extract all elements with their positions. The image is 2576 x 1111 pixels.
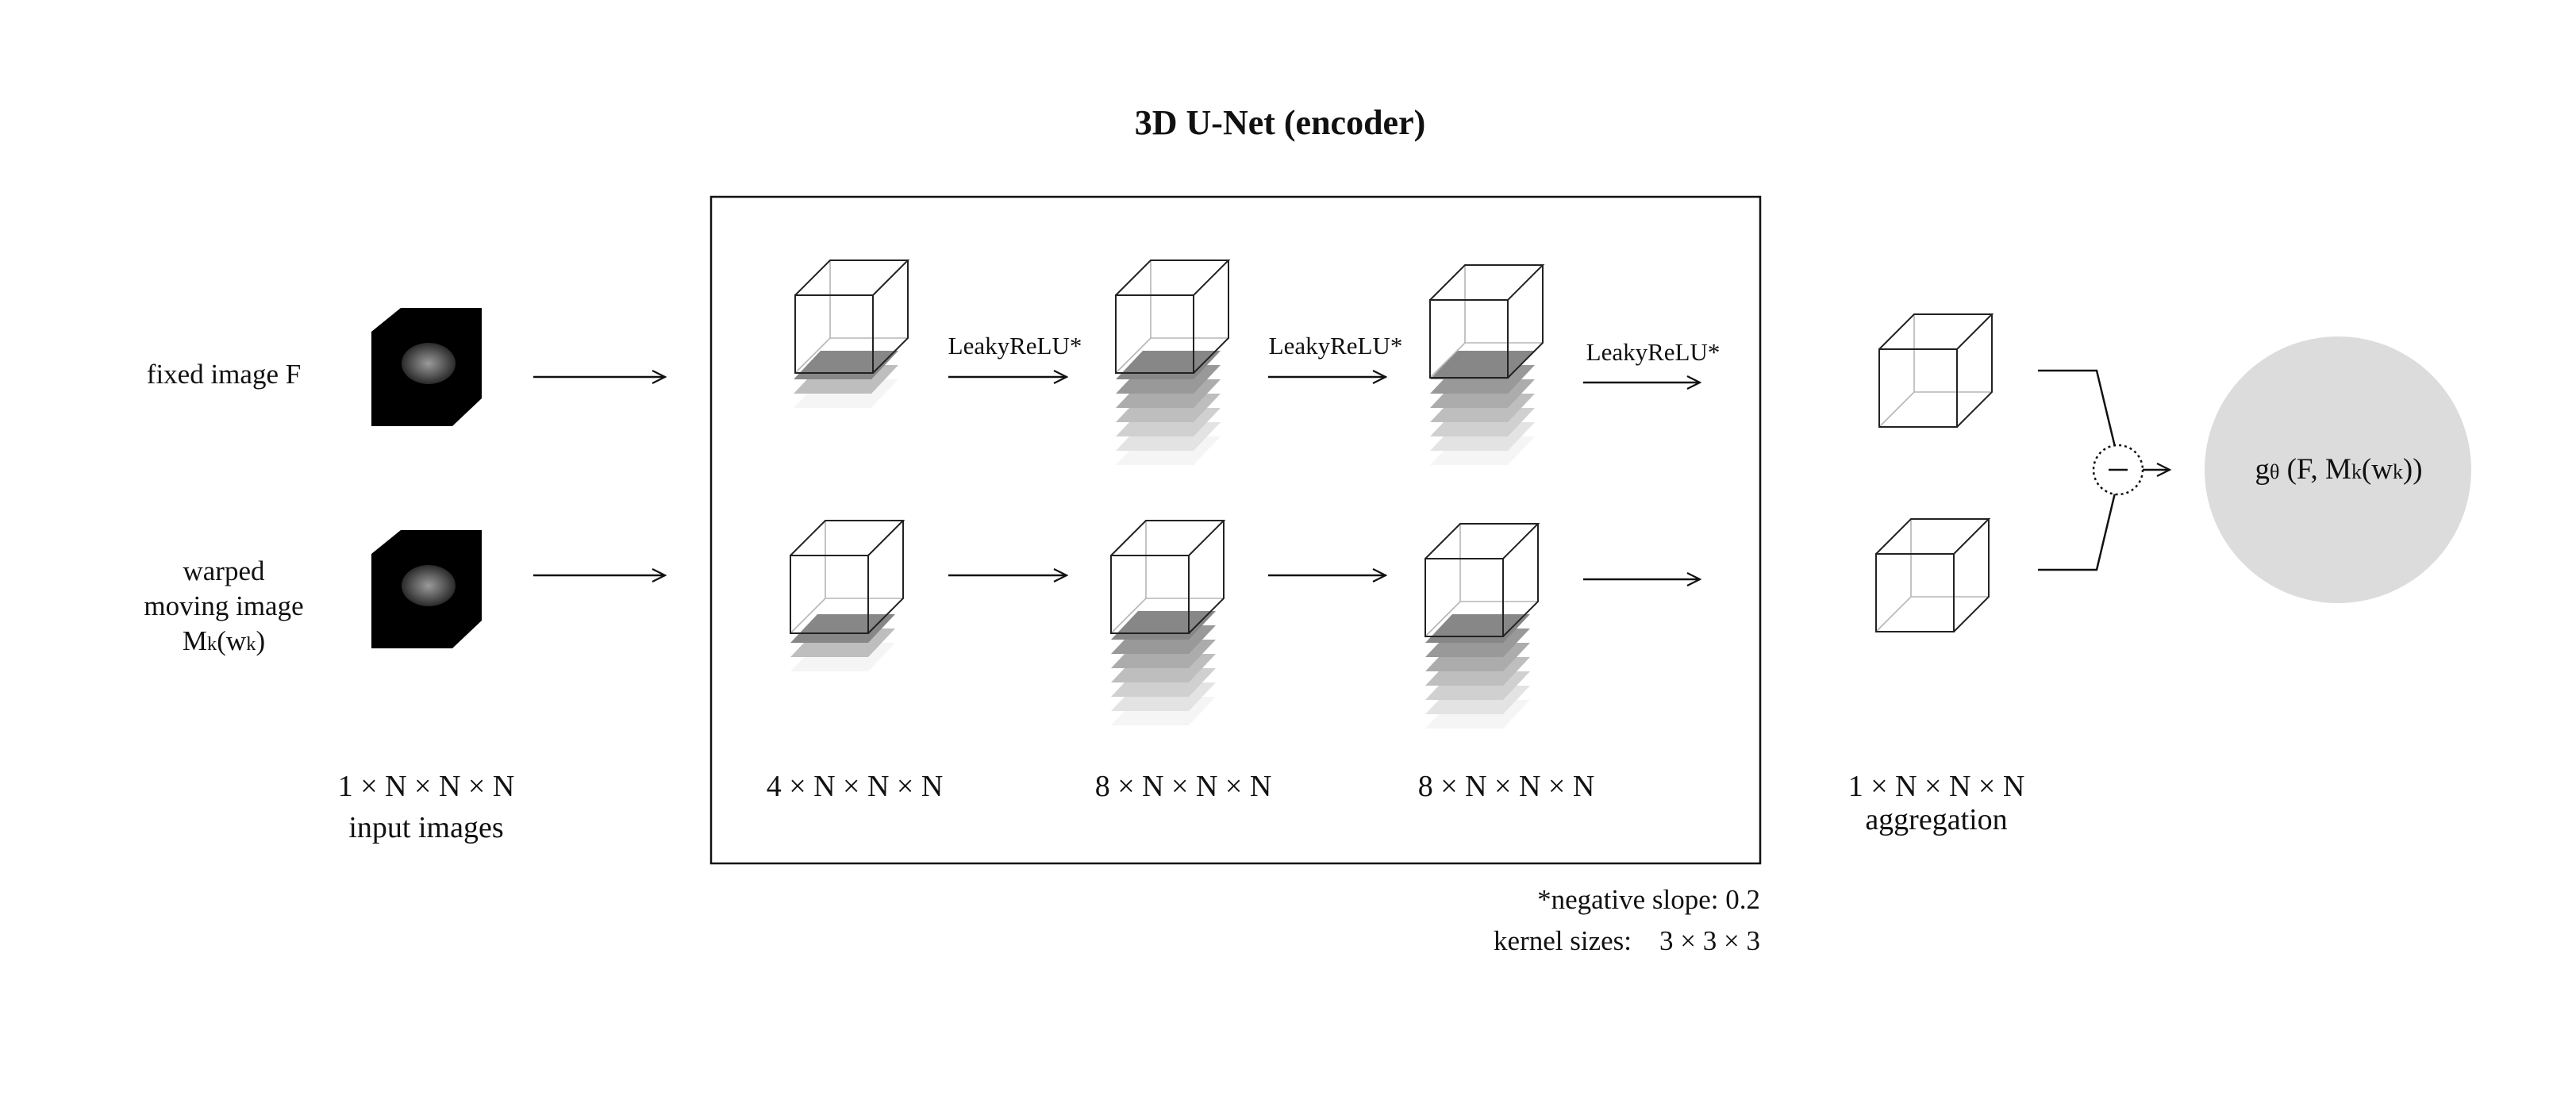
input-caption: input images xyxy=(348,811,504,844)
fixed-image-cube xyxy=(371,308,482,426)
feature-map-stacks xyxy=(790,351,1535,728)
kernel-size-value: 3 × 3 × 3 xyxy=(1659,925,1760,956)
input-dims: 1 × N × N × N xyxy=(337,770,515,803)
merge-line-bottom xyxy=(2038,469,2122,571)
activation-label-3: LeakyReLU* xyxy=(1586,338,1721,366)
moving-label-line-1: warped xyxy=(183,556,265,586)
kernel-size-label: kernel sizes: xyxy=(1494,925,1632,956)
activation-label-1: LeakyReLU* xyxy=(948,332,1082,359)
minus-circle-icon xyxy=(2092,444,2144,496)
aggregation-dims: 1 × N × N × N xyxy=(1847,770,2025,803)
moving-label-symbol: Mk(wk) xyxy=(182,625,266,656)
stage-1-dims: 4 × N × N × N xyxy=(766,770,944,803)
stage-1-bottom-cube xyxy=(790,520,905,634)
stage-3-bottom-cube xyxy=(1424,523,1540,637)
stage-2-top-cube xyxy=(1115,259,1231,374)
aggregation-bottom-cube xyxy=(1875,518,1991,632)
stage-2-bottom-cube xyxy=(1110,520,1226,634)
encoder-frame xyxy=(709,195,1762,865)
stage-3-dims: 8 × N × N × N xyxy=(1417,770,1595,803)
moving-label-line-2: moving image xyxy=(144,590,304,621)
kernel-size-note: kernel sizes: 3 × 3 × 3 xyxy=(1494,927,1760,955)
output-formula: gθ (F, Mk(wk)) xyxy=(2255,453,2423,486)
moving-image-label: warped moving image Mk(wk) xyxy=(144,554,303,662)
diagram-title: 3D U-Net (encoder) xyxy=(1134,103,1426,142)
stage-1-top-cube xyxy=(794,259,910,374)
aggregation-top-cube xyxy=(1878,313,1994,428)
brain-icon xyxy=(402,565,456,606)
merge-line-top xyxy=(2038,369,2122,471)
aggregation-caption: aggregation xyxy=(1865,803,2008,836)
moving-image-cube xyxy=(371,530,482,648)
feature-cubes xyxy=(790,259,1994,637)
output-circle xyxy=(2205,336,2471,603)
negative-slope-note: *negative slope: 0.2 xyxy=(1537,884,1760,915)
activation-label-2: LeakyReLU* xyxy=(1268,332,1403,359)
stage-3-top-cube xyxy=(1429,264,1545,379)
brain-icon xyxy=(402,343,456,384)
fixed-image-label: fixed image F xyxy=(146,359,302,390)
stage-2-dims: 8 × N × N × N xyxy=(1094,770,1272,803)
